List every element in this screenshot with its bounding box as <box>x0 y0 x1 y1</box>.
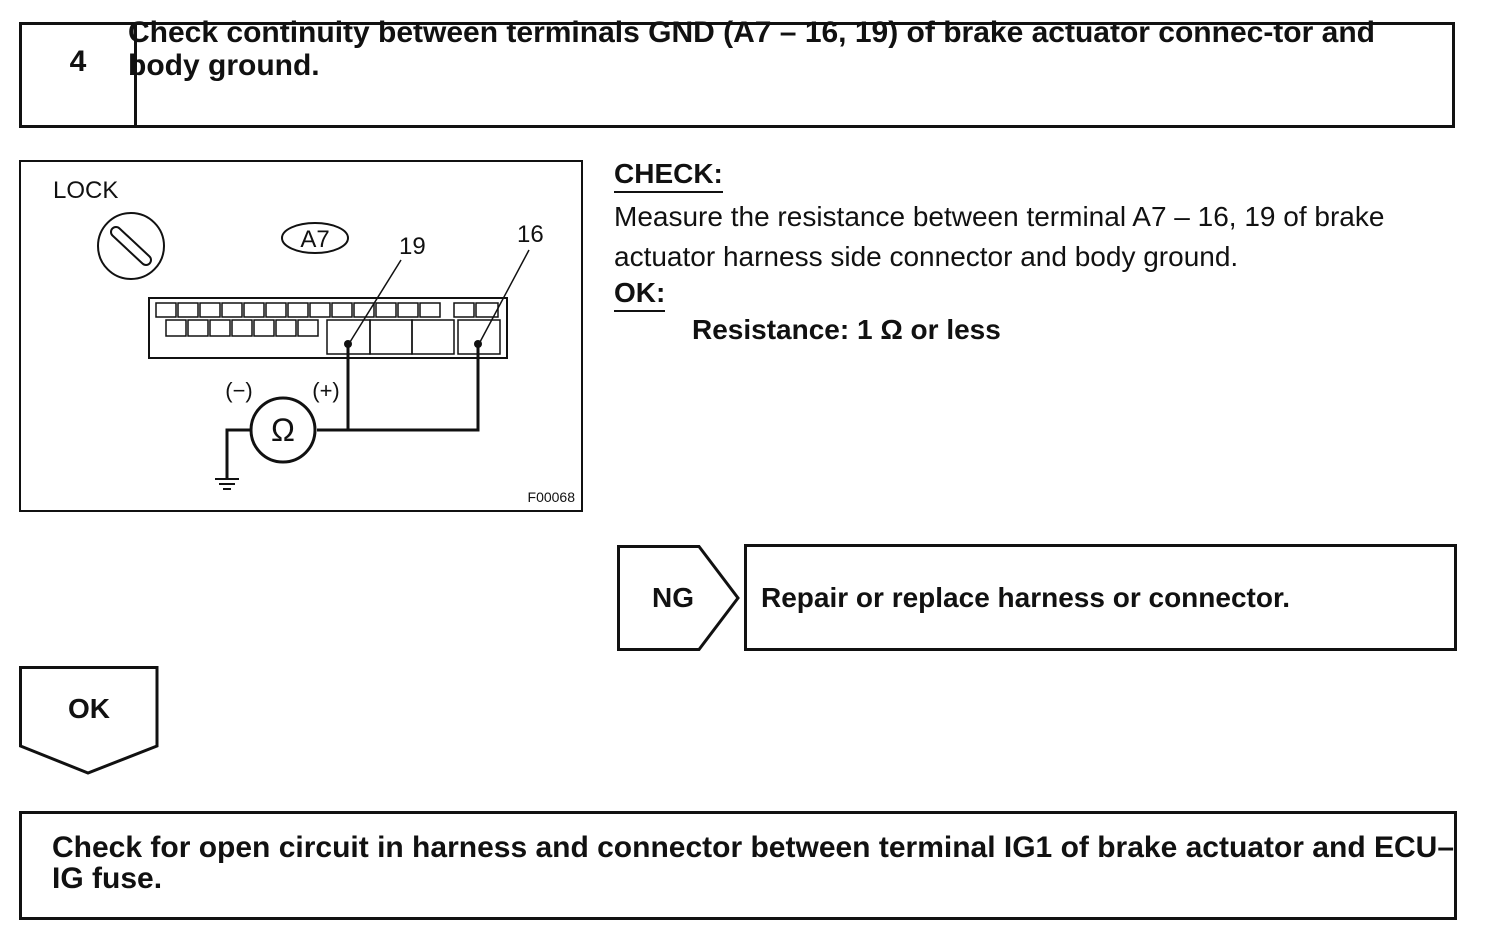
connector-label-badge: A7 <box>281 222 349 254</box>
ohm-symbol: Ω <box>271 412 295 448</box>
connector-label: A7 <box>300 226 329 253</box>
lock-icon <box>97 212 165 280</box>
connector-body <box>148 297 508 359</box>
ok-arrow-shape <box>19 666 159 775</box>
connector-diagram: LOCK A7 19 16 <box>19 160 583 512</box>
step-number: 4 <box>22 25 137 125</box>
ok-label: OK <box>68 693 110 724</box>
terminal-19-label: 19 <box>399 233 426 260</box>
ng-label: NG <box>652 582 694 613</box>
next-step-text: Check for open circuit in harness and co… <box>52 831 1455 895</box>
negative-probe-label: (−) <box>225 378 253 403</box>
step-header: 4 <box>19 22 1455 128</box>
terminal-16-label: 16 <box>517 221 544 248</box>
ohmmeter-icon: Ω <box>249 396 317 464</box>
check-description: Measure the resistance between terminal … <box>614 201 1385 272</box>
probe-wires <box>225 249 530 478</box>
next-step-box: Check for open circuit in harness and co… <box>19 811 1457 920</box>
terminal-dots <box>344 340 482 348</box>
positive-probe-label: (+) <box>312 378 340 403</box>
ng-arrow-shape <box>617 545 740 651</box>
resistance-spec: Resistance: 1 Ω or less <box>692 314 1001 345</box>
ng-action-box: Repair or replace harness or connector. <box>744 544 1457 651</box>
ground-icon <box>215 478 239 490</box>
check-heading: CHECK: <box>614 158 723 193</box>
lock-label: LOCK <box>53 177 118 204</box>
diagram-drawing: LOCK A7 19 16 <box>53 177 576 505</box>
ng-action-text: Repair or replace harness or connector. <box>761 581 1291 613</box>
step-title: Check continuity between terminals GND (… <box>128 16 1375 82</box>
ok-spec-heading: OK: <box>614 277 666 312</box>
figure-code: F00068 <box>528 489 576 505</box>
